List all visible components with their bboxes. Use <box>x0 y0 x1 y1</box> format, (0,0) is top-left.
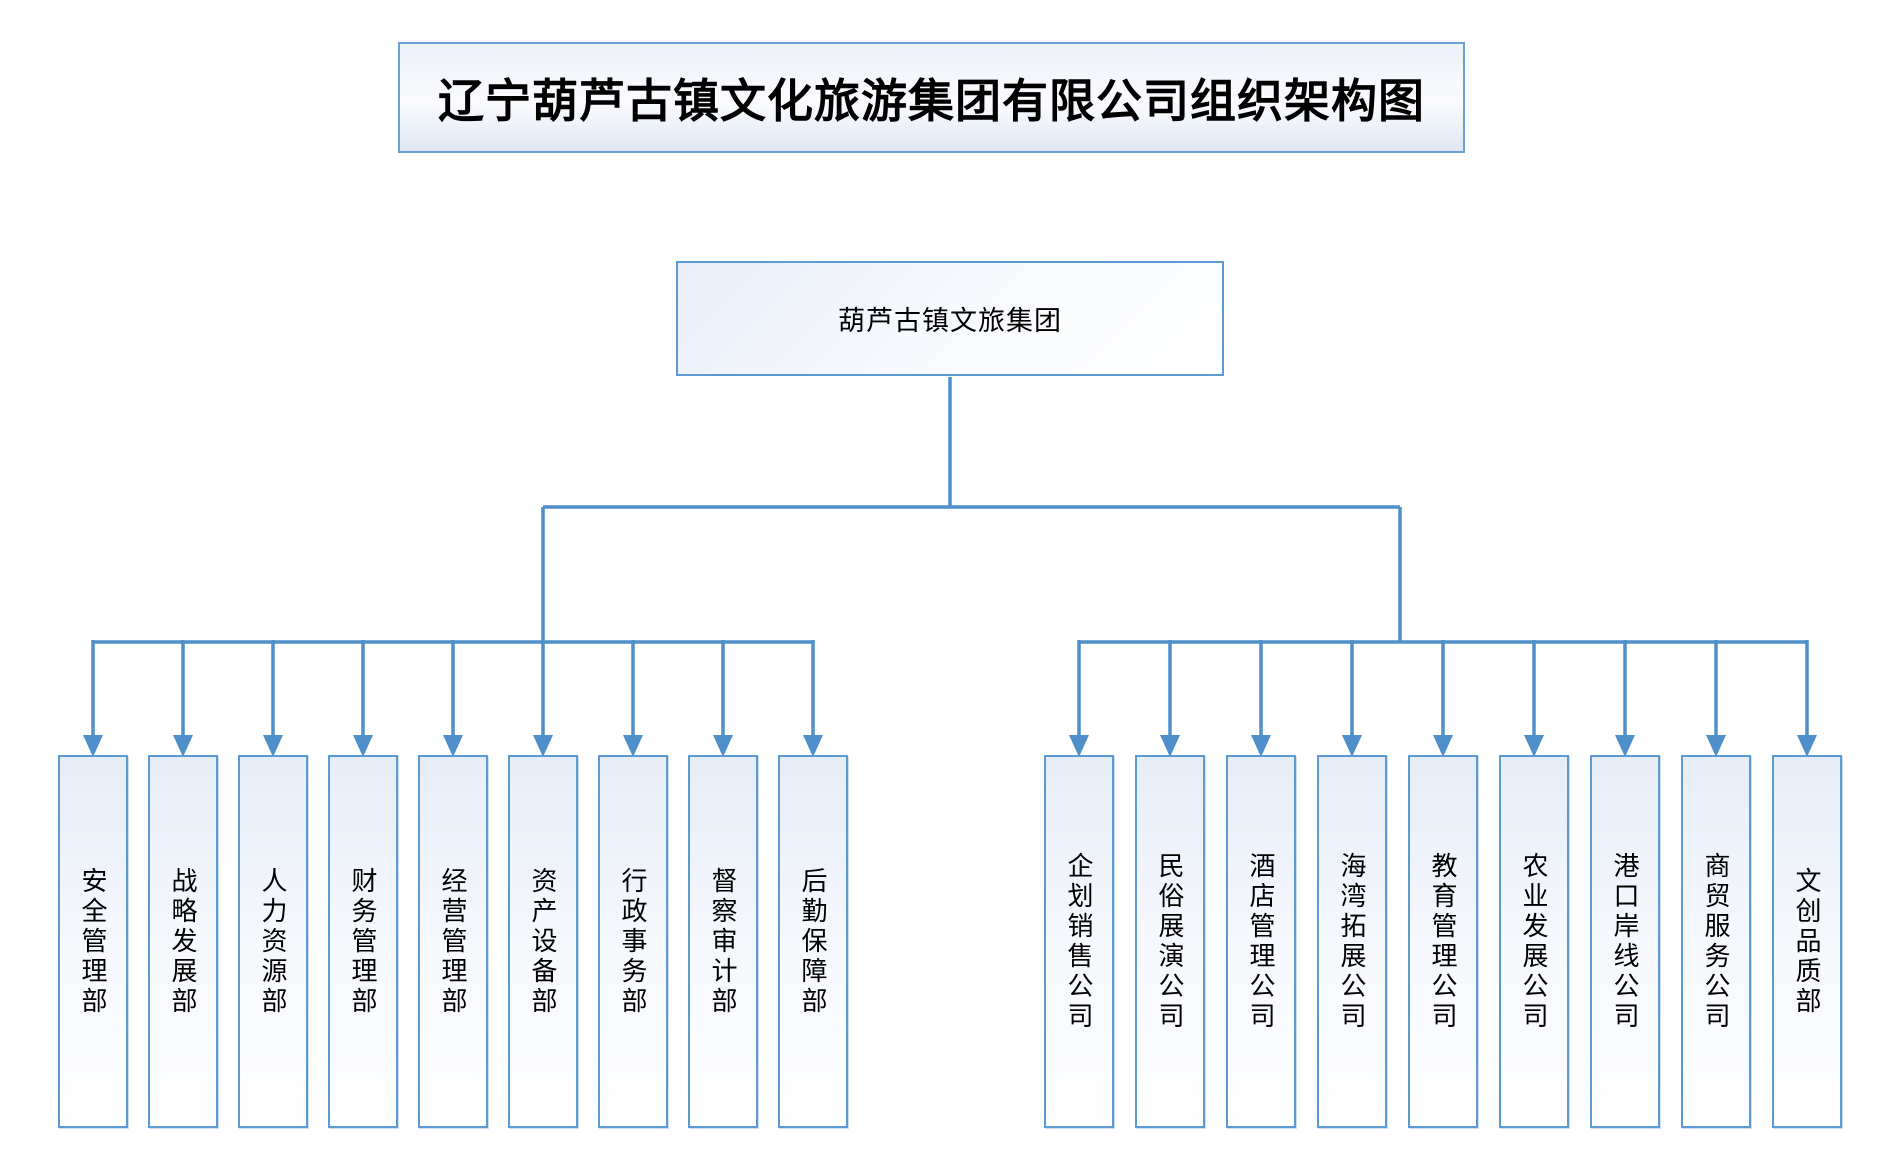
org-node-label: 商贸服务公司 <box>1701 851 1731 1032</box>
company-node: 文创品质部 <box>1772 755 1842 1128</box>
department-node: 资产设备部 <box>508 755 578 1128</box>
department-node: 战略发展部 <box>148 755 218 1128</box>
org-node-label: 人力资源部 <box>258 866 288 1017</box>
org-node-label: 资产设备部 <box>528 866 558 1017</box>
department-node: 安全管理部 <box>58 755 128 1128</box>
org-node-label: 督察审计部 <box>708 866 738 1017</box>
org-node-label: 民俗展演公司 <box>1155 851 1185 1032</box>
org-node-label: 行政事务部 <box>618 866 648 1017</box>
department-node: 人力资源部 <box>238 755 308 1128</box>
org-node-label: 农业发展公司 <box>1519 851 1549 1032</box>
org-node-label: 教育管理公司 <box>1428 851 1458 1032</box>
department-node: 财务管理部 <box>328 755 398 1128</box>
arrowhead-icons <box>83 735 1817 757</box>
department-node: 后勤保障部 <box>778 755 848 1128</box>
org-node-label: 后勤保障部 <box>798 866 828 1017</box>
org-node-label: 海湾拓展公司 <box>1337 851 1367 1032</box>
root-node-label: 葫芦古镇文旅集团 <box>838 306 1062 336</box>
company-node: 商贸服务公司 <box>1681 755 1751 1128</box>
chart-title: 辽宁葫芦古镇文化旅游集团有限公司组织架构图 <box>438 74 1425 127</box>
org-node-label: 财务管理部 <box>348 866 378 1017</box>
org-node-label: 经营管理部 <box>438 866 468 1017</box>
connector-path <box>91 377 1809 741</box>
company-node: 教育管理公司 <box>1408 755 1478 1128</box>
org-node-label: 战略发展部 <box>168 866 198 1017</box>
root-node: 葫芦古镇文旅集团 <box>676 261 1224 376</box>
company-node: 海湾拓展公司 <box>1317 755 1387 1128</box>
department-node: 经营管理部 <box>418 755 488 1128</box>
company-node: 港口岸线公司 <box>1590 755 1660 1128</box>
org-node-label: 安全管理部 <box>78 866 108 1017</box>
company-node: 民俗展演公司 <box>1135 755 1205 1128</box>
department-node: 行政事务部 <box>598 755 668 1128</box>
company-node: 企划销售公司 <box>1044 755 1114 1128</box>
org-node-label: 港口岸线公司 <box>1610 851 1640 1032</box>
company-node: 酒店管理公司 <box>1226 755 1296 1128</box>
org-node-label: 企划销售公司 <box>1064 851 1094 1032</box>
org-node-label: 酒店管理公司 <box>1246 851 1276 1032</box>
org-node-label: 文创品质部 <box>1792 866 1822 1017</box>
department-node: 督察审计部 <box>688 755 758 1128</box>
chart-title-box: 辽宁葫芦古镇文化旅游集团有限公司组织架构图 <box>398 42 1465 153</box>
company-node: 农业发展公司 <box>1499 755 1569 1128</box>
